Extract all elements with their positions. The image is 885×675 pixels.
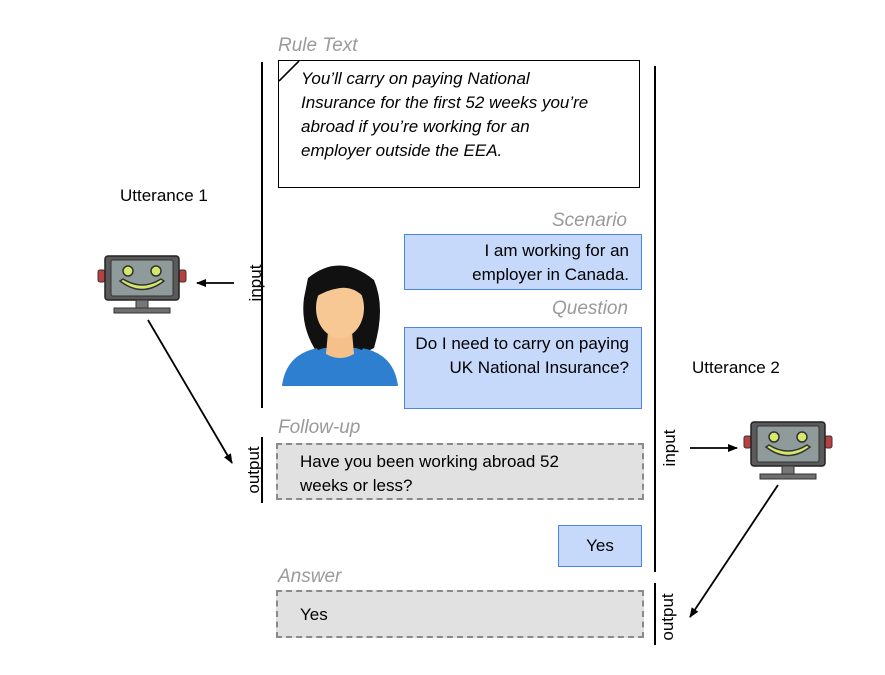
question-label: Question [552,298,629,319]
arrow-robot-1-to-output [147,319,233,464]
rule-text-label: Rule Text [278,35,358,56]
follow-up-text: Have you been working abroad 52 weeks or… [300,452,559,495]
utterance-1-label: Utterance 1 [120,186,208,205]
question-text: Do I need to carry on paying UK National… [415,334,629,377]
user-answer-bubble: Yes [558,525,642,567]
page-corner-icon [279,61,300,82]
answer-box: Yes [276,590,644,638]
input-label-right: input [660,429,679,467]
input-label-left: input [246,264,265,302]
arrow-robot-2-to-output [689,484,779,618]
scenario-text: I am working for an employer in Canada. [472,241,629,284]
output-label-right: output [658,593,677,641]
follow-up-label: Follow-up [278,417,361,438]
answer-text: Yes [300,605,328,624]
question-bubble: Do I need to carry on paying UK National… [404,327,642,409]
rule-text: You’ll carry on paying National Insuranc… [301,69,589,160]
robot-icon-2 [743,421,833,480]
rule-text-box: You’ll carry on paying National Insuranc… [278,60,640,188]
scenario-bubble: I am working for an employer in Canada. [404,234,642,290]
utterance-2-label: Utterance 2 [692,358,780,377]
answer-label: Answer [278,566,342,587]
user-avatar-icon [282,265,398,386]
output-label-left: output [244,446,263,494]
user-answer-text: Yes [586,536,614,555]
robot-icon [97,255,187,314]
scenario-label: Scenario [552,210,627,231]
follow-up-box: Have you been working abroad 52 weeks or… [276,443,644,500]
